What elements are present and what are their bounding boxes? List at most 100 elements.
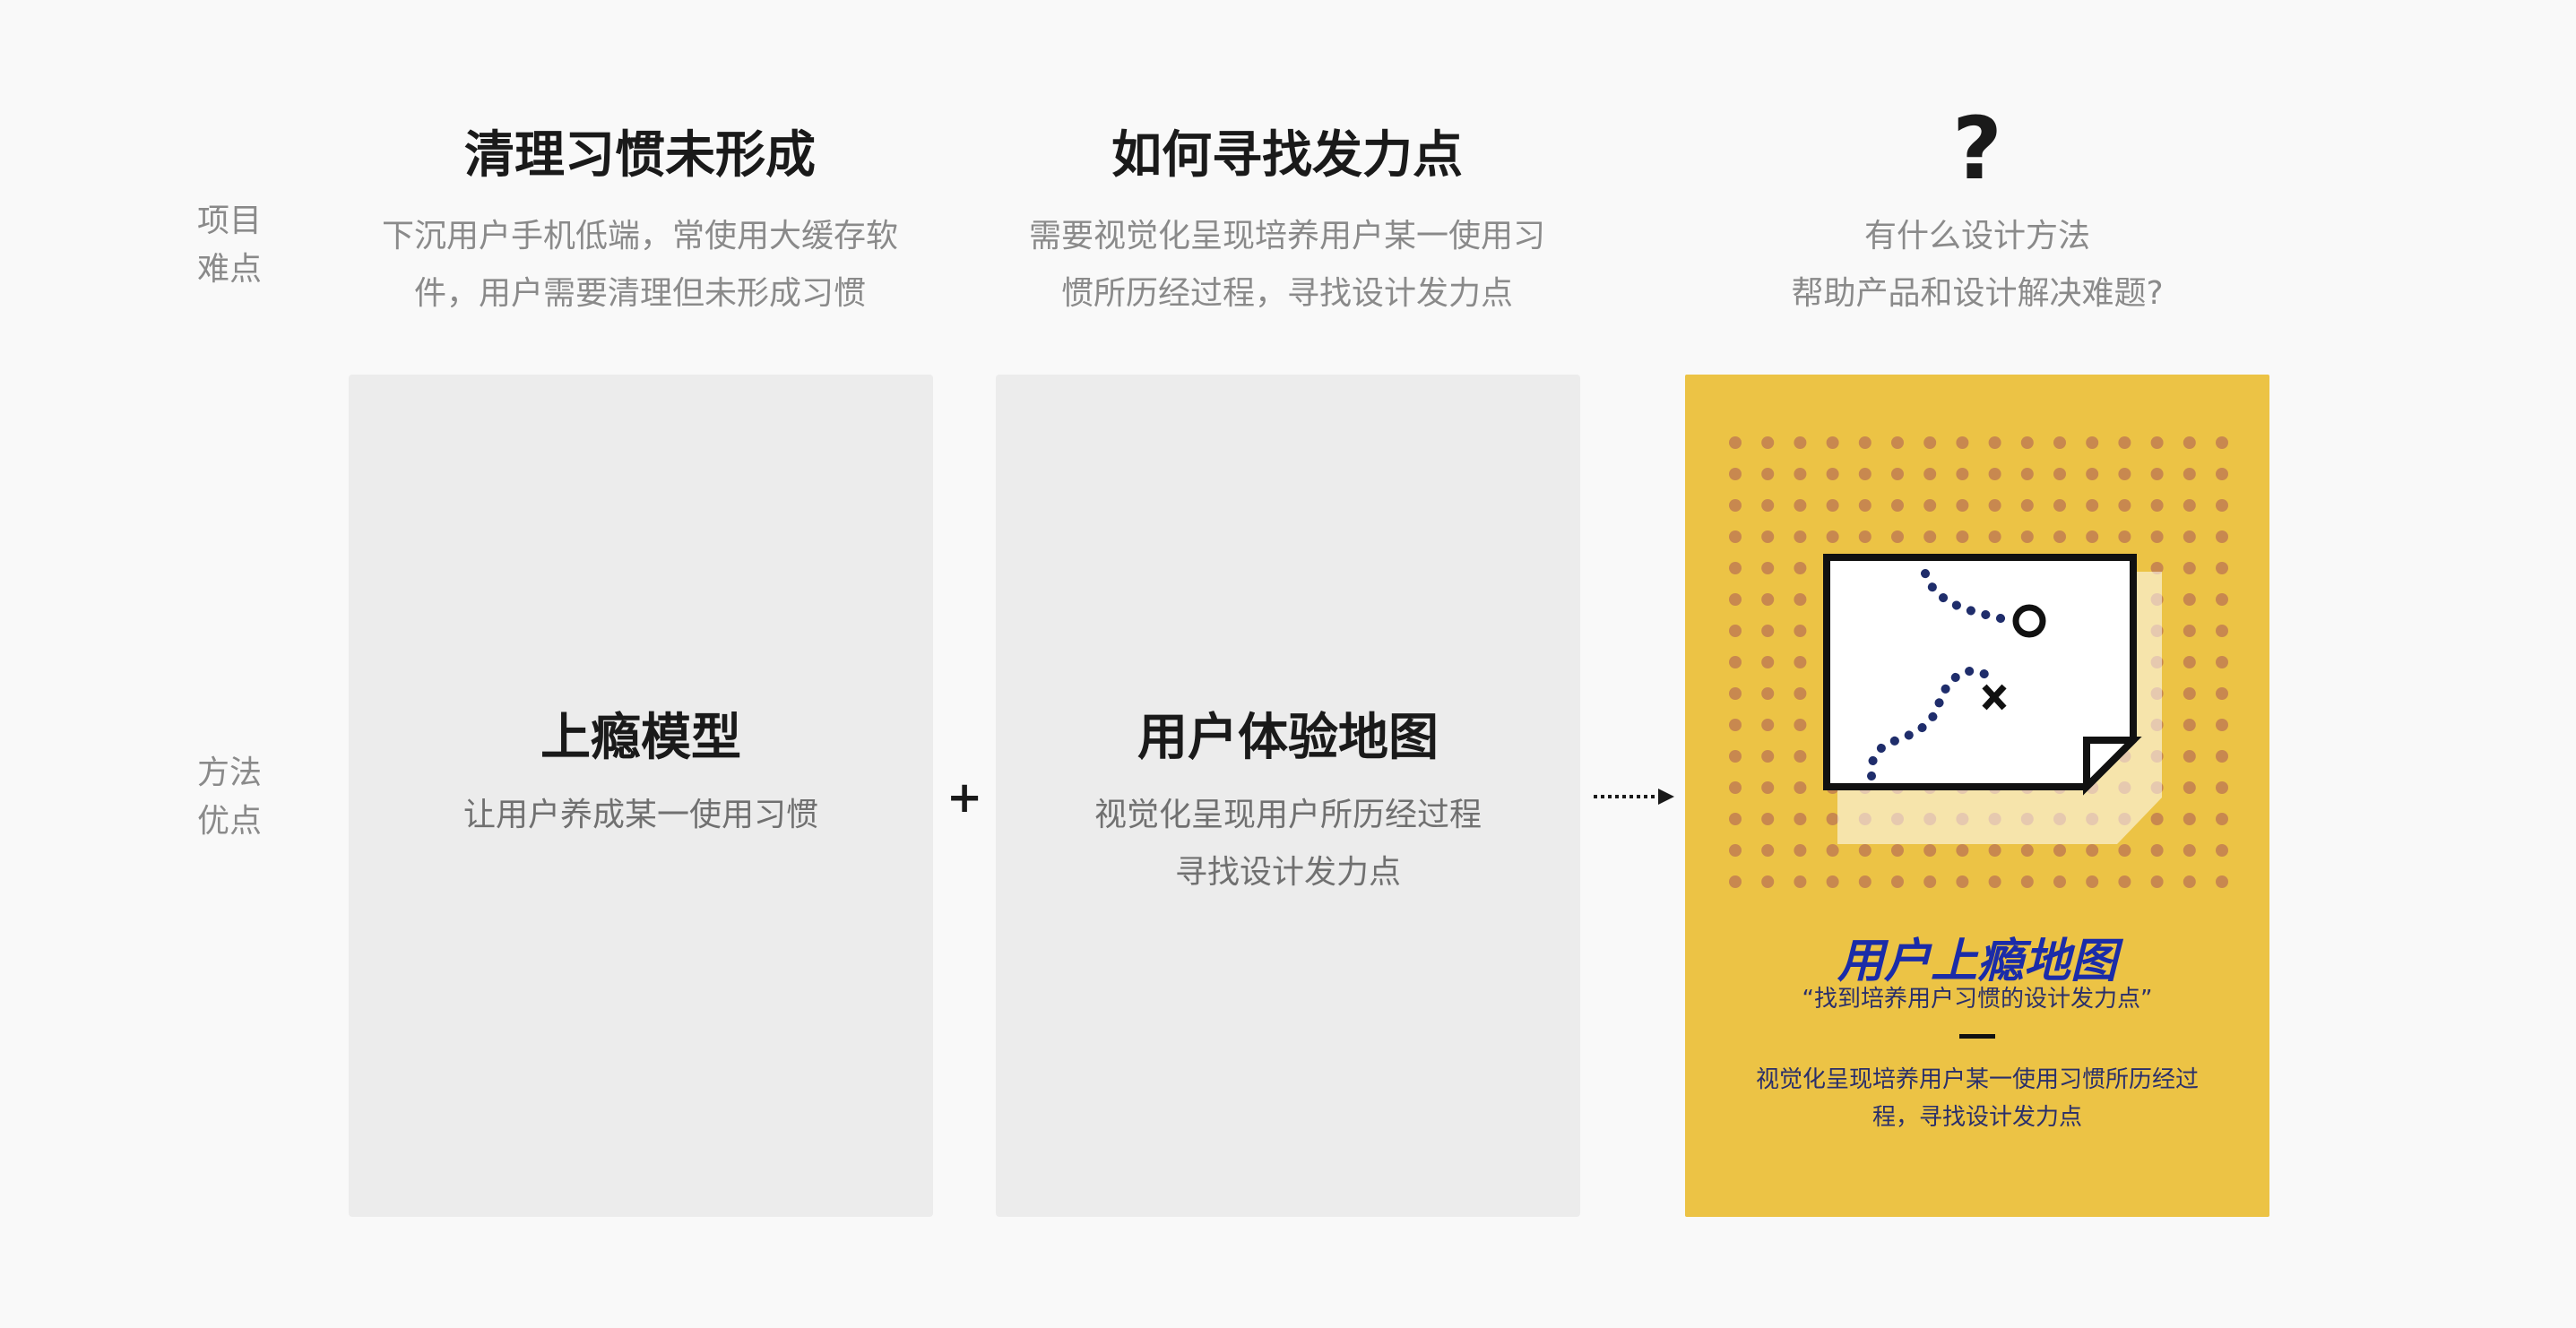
side-label-method: 方法 优点: [197, 749, 287, 846]
pattern-dot: [2183, 875, 2196, 888]
pattern-dot: [2118, 844, 2131, 857]
pattern-dot: [1761, 593, 1775, 606]
pattern-dot: [1988, 530, 2001, 543]
pattern-dot: [1826, 530, 1839, 543]
pattern-dot: [1923, 844, 1937, 857]
treasure-map-icon: [1729, 436, 2228, 888]
pattern-dot: [1923, 499, 1937, 512]
pattern-dot: [1794, 499, 1807, 512]
pattern-dot: [1858, 499, 1871, 512]
side-label-line: 项目: [197, 203, 263, 239]
column-title-question-mark: ?: [1952, 99, 2002, 199]
pattern-dot: [1729, 562, 1742, 574]
pattern-dot: [1826, 844, 1839, 857]
column-title-find-leverage: 如何寻找发力点: [1111, 126, 1463, 185]
pattern-dot: [1761, 781, 1775, 794]
pattern-dot: [2118, 468, 2131, 480]
pattern-dot: [2183, 781, 2196, 794]
pattern-dot: [2053, 844, 2066, 857]
pattern-dot: [2183, 750, 2196, 763]
pattern-dot: [1729, 687, 1742, 700]
pattern-dot: [1761, 625, 1775, 637]
pattern-dot: [1794, 750, 1807, 763]
desc-line: 惯所历经过程，寻找设计发力点: [1060, 275, 1513, 312]
column-desc-find-leverage: 需要视觉化呈现培养用户某一使用习 惯所历经过程，寻找设计发力点: [1000, 208, 1574, 323]
pattern-dot: [2150, 468, 2164, 480]
pattern-dot: [2183, 625, 2196, 637]
pattern-dot: [1891, 844, 1904, 857]
pattern-dot: [1729, 719, 1742, 731]
card-desc: 视觉化呈现用户所历经过程 寻找设计发力点: [1019, 787, 1557, 901]
side-label-difficulty: 项目 难点: [197, 197, 287, 294]
pattern-dot: [1761, 813, 1775, 825]
side-label-line: 难点: [197, 251, 263, 288]
pattern-dot: [1826, 499, 1839, 512]
pattern-dot: [2183, 719, 2196, 731]
pattern-dot: [1826, 875, 1839, 888]
pattern-dot: [1729, 875, 1742, 888]
pattern-dot: [1729, 844, 1742, 857]
pattern-dot: [1761, 750, 1775, 763]
pattern-dot: [2053, 875, 2066, 888]
desc-line: 帮助产品和设计解决难题?: [1791, 275, 2164, 312]
pattern-dot: [2183, 499, 2196, 512]
pattern-dot: [1956, 530, 1969, 543]
pattern-dot: [1794, 781, 1807, 794]
pattern-dot: [2183, 562, 2196, 574]
pattern-dot: [2216, 499, 2228, 512]
pattern-dot: [1923, 875, 1937, 888]
pattern-dot: [1729, 468, 1742, 480]
pattern-dot: [2150, 530, 2164, 543]
pattern-dot: [1988, 499, 2001, 512]
pattern-dot: [2086, 530, 2099, 543]
pattern-dot: [1761, 656, 1775, 668]
pattern-dot: [1858, 875, 1871, 888]
pattern-dot: [2183, 593, 2196, 606]
card-desc-line: 让用户养成某一使用习惯: [462, 797, 818, 833]
pattern-dot: [1729, 750, 1742, 763]
pattern-dot: [1826, 813, 1839, 825]
pattern-dot: [1891, 468, 1904, 480]
plus-operator: +: [947, 772, 983, 823]
pattern-dot: [1794, 593, 1807, 606]
pattern-dot: [1923, 530, 1937, 543]
pattern-dot: [1956, 468, 1969, 480]
pattern-dot: [2183, 844, 2196, 857]
result-quote: “找到培养用户习惯的设计发力点”: [1802, 986, 2153, 1013]
pattern-dot: [2183, 813, 2196, 825]
pattern-dot: [2086, 875, 2099, 888]
card-title: 用户体验地图: [1137, 709, 1439, 767]
pattern-dot: [2020, 875, 2034, 888]
pattern-dot: [1858, 468, 1871, 480]
card-desc-line: 视觉化呈现用户所历经过程: [1094, 797, 1482, 833]
desc-line: 需要视觉化呈现培养用户某一使用习: [1028, 218, 1545, 254]
pattern-dot: [2118, 436, 2131, 449]
pattern-dot: [1761, 875, 1775, 888]
pattern-dot: [1794, 530, 1807, 543]
desc-line: 件，用户需要清理但未形成习惯: [413, 275, 866, 312]
pattern-dot: [2150, 562, 2164, 574]
pattern-dot: [1858, 844, 1871, 857]
pattern-dot: [2216, 844, 2228, 857]
pattern-dot: [2216, 468, 2228, 480]
result-desc-line: 视觉化呈现培养用户某一使用习惯所历经过: [1755, 1066, 2199, 1093]
pattern-dot: [2216, 530, 2228, 543]
pattern-dot: [1891, 530, 1904, 543]
pattern-dot: [1729, 656, 1742, 668]
pattern-dot: [1794, 656, 1807, 668]
pattern-dot: [2020, 499, 2034, 512]
pattern-dot: [1988, 468, 2001, 480]
pattern-dot: [2216, 781, 2228, 794]
pattern-dot: [1988, 844, 2001, 857]
pattern-dot: [1729, 436, 1742, 449]
pattern-dot: [1794, 562, 1807, 574]
pattern-dot: [1761, 468, 1775, 480]
pattern-dot: [1761, 530, 1775, 543]
pattern-dot: [2216, 562, 2228, 574]
pattern-dot: [2216, 875, 2228, 888]
desc-line: 有什么设计方法: [1863, 218, 2090, 254]
pattern-dot: [2020, 844, 2034, 857]
pattern-dot: [1761, 719, 1775, 731]
pattern-dot: [1794, 844, 1807, 857]
card-desc-line: 寻找设计发力点: [1174, 854, 1401, 891]
